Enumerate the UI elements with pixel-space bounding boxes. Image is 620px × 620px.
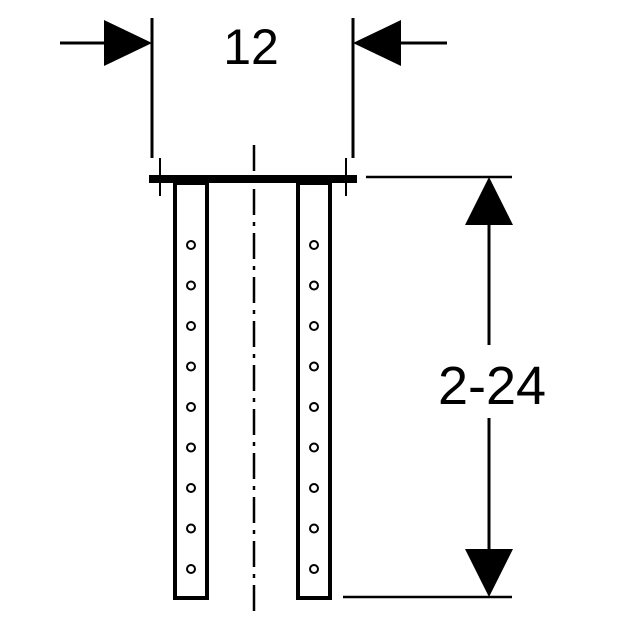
left-hole-3 xyxy=(186,321,196,331)
left-hole-8 xyxy=(186,523,196,534)
height-arrow-bottom xyxy=(465,549,513,597)
right-strip-holes xyxy=(309,240,319,574)
width-arrow-left xyxy=(104,20,152,66)
left-strip-holes xyxy=(186,240,196,574)
left-hole-9 xyxy=(186,564,196,574)
right-hole-6 xyxy=(309,442,319,453)
left-hole-5 xyxy=(186,402,196,412)
left-hole-2 xyxy=(186,280,196,291)
right-hole-3 xyxy=(309,321,319,331)
left-hole-1 xyxy=(186,240,196,250)
left-hole-7 xyxy=(186,483,196,493)
right-hole-1 xyxy=(309,240,319,250)
left-hole-4 xyxy=(186,361,196,372)
width-arrow-right xyxy=(353,20,401,66)
right-hole-9 xyxy=(309,564,319,574)
width-dimension: 12 xyxy=(60,18,447,158)
left-strip xyxy=(173,181,209,600)
right-strip xyxy=(296,181,332,600)
right-hole-5 xyxy=(309,402,319,412)
height-arrow-top xyxy=(465,177,513,225)
right-hole-7 xyxy=(309,483,319,493)
left-hole-6 xyxy=(186,442,196,453)
height-label: 2-24 xyxy=(438,356,546,416)
right-hole-2 xyxy=(309,280,319,291)
height-dimension: 2-24 xyxy=(343,175,546,599)
width-label: 12 xyxy=(223,19,279,75)
right-hole-8 xyxy=(309,523,319,534)
right-hole-4 xyxy=(309,361,319,372)
